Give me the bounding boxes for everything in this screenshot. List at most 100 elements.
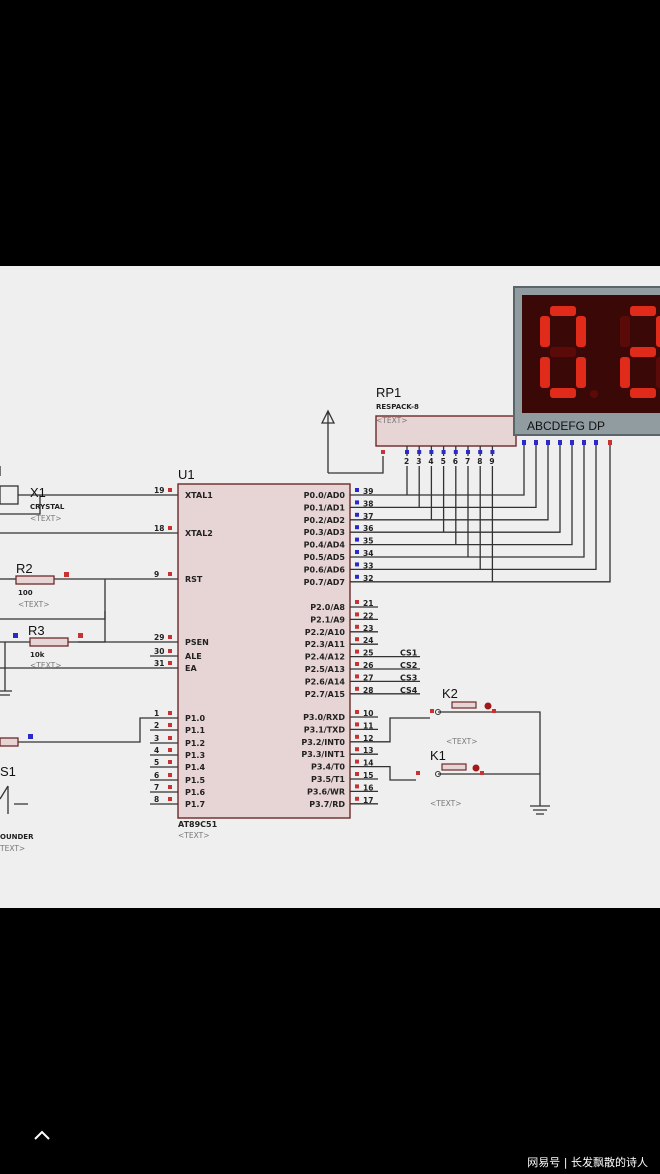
mcu-pin-number: 36 <box>363 524 373 533</box>
mcu-pin-name: ALE <box>185 652 202 661</box>
display-segment <box>620 357 630 388</box>
mcu-pin-marker <box>168 723 172 727</box>
mcu-pin-marker <box>355 550 359 554</box>
mcu-pin-marker <box>355 796 359 801</box>
mcu-pin-marker <box>355 537 359 542</box>
mcu-pin-number: 6 <box>154 771 159 780</box>
back-to-top-button[interactable] <box>24 1120 60 1150</box>
mcu-pin-number: 31 <box>154 659 164 668</box>
p0-segment-wire <box>378 444 585 558</box>
p0-segment-wire <box>378 444 549 521</box>
mcu-pin-name: P2.3/A11 <box>305 640 346 649</box>
mcu-pin-number: 37 <box>363 512 373 521</box>
buzzer-pin-marker <box>28 734 33 739</box>
mcu-pin-name: P1.3 <box>185 751 205 760</box>
display-pin-marker <box>582 440 586 445</box>
x1-text: <TEXT> <box>30 514 61 523</box>
x1-ref: X1 <box>30 485 46 500</box>
crystal-icon <box>0 485 19 505</box>
display-segment <box>630 347 656 357</box>
mcu-pin-name: P1.7 <box>185 800 205 809</box>
rp1-pin-number: 9 <box>489 457 494 466</box>
mcu-ref: U1 <box>178 467 195 482</box>
cs-net-label: CS2 <box>400 661 417 670</box>
rp1-pin-number: 5 <box>441 457 446 466</box>
display-pin-marker <box>570 440 574 445</box>
display-segment <box>576 357 586 388</box>
display-segment <box>550 388 576 398</box>
mcu-pin-marker <box>355 525 359 530</box>
display-segment <box>550 347 576 357</box>
k2-text: <TEXT> <box>446 737 477 746</box>
mcu-pin-number: 2 <box>154 721 159 730</box>
cs-net-label: CS3 <box>400 673 417 682</box>
rp1-part: RESPACK-8 <box>376 403 419 411</box>
r3-resistor-icon <box>29 637 69 647</box>
k1-text: <TEXT> <box>430 799 461 808</box>
mcu-pin-marker <box>355 600 359 604</box>
ls1-ref: S1 <box>0 764 16 779</box>
mcu-pin-marker <box>355 624 359 629</box>
display-segment <box>540 357 550 388</box>
mcu-pin-marker <box>355 710 359 714</box>
r3-value: 10k <box>30 651 45 659</box>
display-digits <box>540 306 660 398</box>
x1-part: CRYSTAL <box>30 503 65 511</box>
mcu-pin-name: PSEN <box>185 638 209 647</box>
mcu-pin-name: XTAL1 <box>185 491 213 500</box>
mcu-pin-name: P2.4/A12 <box>305 653 345 662</box>
mcu-pin-marker <box>168 572 172 576</box>
watermark: 网易号 | 长发飘散的诗人 <box>527 1156 648 1169</box>
mcu-pin-marker <box>168 736 172 740</box>
mcu-pin-name: P3.6/WR <box>307 787 345 796</box>
mcu-pin-name: P1.5 <box>185 776 205 785</box>
mcu-pin-marker <box>168 797 172 801</box>
mcu-pin-marker <box>168 773 172 777</box>
r2-resistor-icon <box>15 575 55 585</box>
display-dp-segment <box>590 390 598 398</box>
mcu-pin-number: 13 <box>363 746 373 755</box>
switch-wire <box>496 711 541 718</box>
rp1-pin-marker <box>405 450 409 454</box>
mcu-pin-number: 5 <box>154 758 159 767</box>
ground-icon-left <box>0 671 12 696</box>
rp1-common-marker <box>381 450 385 454</box>
r3-pin-marker-left <box>13 633 18 638</box>
mcu-pin-marker <box>168 488 172 492</box>
mcu-pin-marker <box>168 526 172 530</box>
mcu-pin-number: 14 <box>363 759 373 768</box>
rp1-pin-number: 7 <box>465 457 470 466</box>
mcu-pin-marker <box>168 635 172 639</box>
mcu-pin-marker <box>355 759 359 764</box>
display-segment <box>656 316 660 347</box>
rp1-pin-number: 3 <box>416 457 421 466</box>
rp1-pin-number: 8 <box>477 457 482 466</box>
left-circuit-wire <box>0 579 106 620</box>
rp1-pin-marker <box>429 450 434 454</box>
display-segment <box>576 316 586 347</box>
display-pins-label: ABCDEFG DP <box>527 419 605 433</box>
display-pin-marker <box>608 440 612 445</box>
r2-ref: R2 <box>16 561 33 576</box>
mcu-pin-number: 25 <box>363 649 373 658</box>
rp1-ref: RP1 <box>376 385 401 400</box>
mcu-pin-number: 35 <box>363 537 373 546</box>
display-pin-marker <box>522 440 526 445</box>
mcu-pin-marker <box>355 686 359 691</box>
ls1-text: TEXT> <box>0 844 25 853</box>
display-segment <box>550 306 576 316</box>
mcu-pin-number: 30 <box>154 647 164 656</box>
cs-net-label: CS4 <box>400 686 418 695</box>
mcu-pin-name: EA <box>185 664 197 673</box>
mcu-pin-number: 7 <box>154 783 159 792</box>
mcu-pin-marker <box>355 784 359 789</box>
rp1-pin-marker <box>453 450 458 454</box>
display-segment <box>620 316 630 347</box>
ls1-part: OUNDER <box>0 833 34 841</box>
mcu-pin-marker <box>168 711 172 715</box>
rp1-body <box>375 415 517 447</box>
rp1-pin-marker <box>441 450 446 454</box>
p0-segment-wire <box>378 444 573 546</box>
k2-switch-icon <box>430 701 496 715</box>
